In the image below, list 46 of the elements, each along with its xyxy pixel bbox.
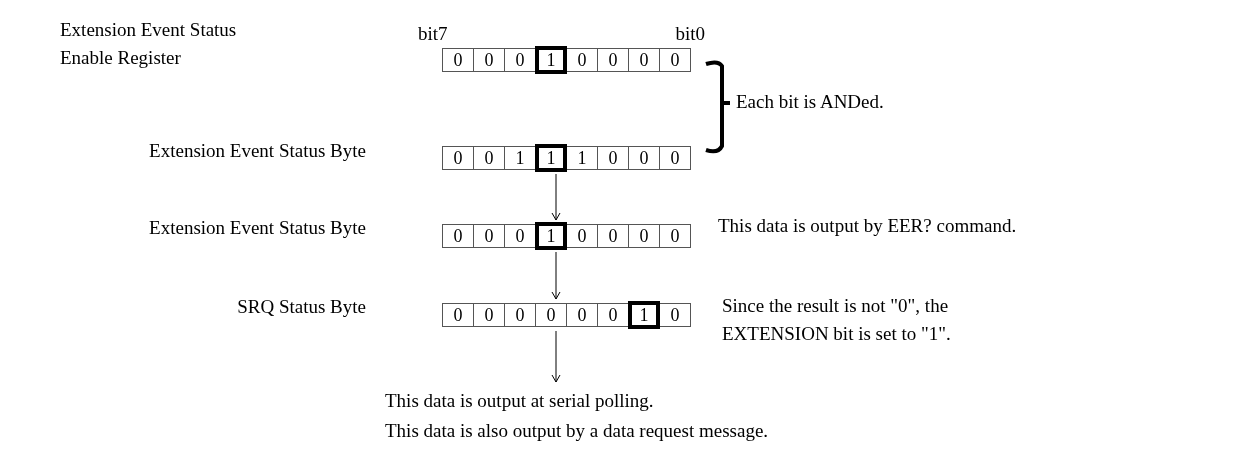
bit-cell: 0	[504, 224, 536, 248]
bit-cell: 0	[566, 48, 598, 72]
bit-cell: 0	[659, 146, 691, 170]
bit-label: bit7	[418, 22, 449, 46]
bit-cell: 0	[659, 303, 691, 327]
arrow	[551, 251, 561, 300]
bit-cell: 0	[628, 146, 660, 170]
register-name: SRQ Status Byte	[236, 295, 366, 319]
note-text: This data is also output by a data request message.	[385, 419, 770, 443]
bit-cell: 0	[659, 48, 691, 72]
bit-cell: 0	[473, 224, 505, 248]
bit-cell: 1	[566, 146, 598, 170]
bit-cell: 0	[566, 224, 598, 248]
register-name: Extension Event Status Byte	[148, 139, 366, 163]
bit-cell: 0	[473, 48, 505, 72]
note-text: This data is output at serial polling.	[385, 389, 655, 413]
bit-cell: 0	[597, 303, 629, 327]
arrow	[551, 330, 561, 383]
bit-cell: 0	[628, 48, 660, 72]
bit-cell: 1	[504, 146, 536, 170]
bit-cell: 0	[504, 48, 536, 72]
bit-cell: 0	[473, 146, 505, 170]
bit-cell: 0	[535, 303, 567, 327]
bit-cell: 0	[628, 224, 660, 248]
bit-cell: 1	[628, 301, 660, 329]
bit-cell: 0	[597, 146, 629, 170]
register-name: Extension Event Status Enable Register	[60, 18, 238, 70]
bit-cell: 0	[597, 224, 629, 248]
note-text: Each bit is ANDed.	[736, 90, 885, 114]
bit-cell: 0	[442, 303, 474, 327]
bit-cell: 0	[597, 48, 629, 72]
bit-label: bit0	[674, 22, 705, 46]
note-text: Since the result is not "0", the EXTENSION bit is set to "1".	[722, 294, 952, 346]
bit-cell: 0	[473, 303, 505, 327]
bit-cell: 0	[504, 303, 536, 327]
note-text: This data is output by EER? command.	[718, 214, 1018, 238]
bit-cell: 1	[535, 144, 567, 172]
arrow	[551, 173, 561, 221]
bit-cell: 1	[535, 222, 567, 250]
bit-cell: 0	[659, 224, 691, 248]
bit-cell: 1	[535, 46, 567, 74]
bit-cell: 0	[566, 303, 598, 327]
bit-cell: 0	[442, 48, 474, 72]
bit-cell: 0	[442, 224, 474, 248]
register-name: Extension Event Status Byte	[148, 216, 366, 240]
bit-cell: 0	[442, 146, 474, 170]
